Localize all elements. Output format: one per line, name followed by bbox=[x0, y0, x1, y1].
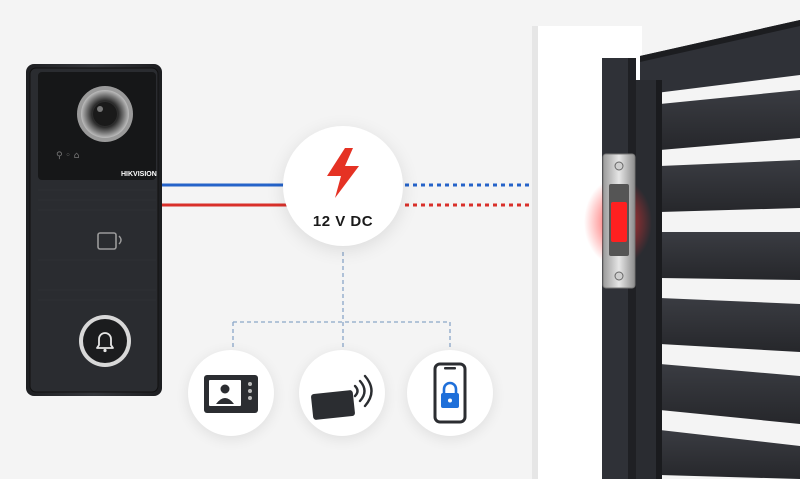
unlock-method-mobile-app bbox=[407, 350, 493, 436]
intercom-status-icons: ⚲ ◦ ⌂ bbox=[56, 151, 80, 161]
unlock-method-indoor-monitor bbox=[188, 350, 274, 436]
rfid-card-icon bbox=[299, 350, 385, 436]
door-intercom: ⚲ ◦ ⌂ HIKVISION bbox=[26, 64, 162, 396]
lightning-bolt-icon bbox=[323, 148, 363, 198]
power-supply-badge: 12 V DC bbox=[283, 126, 403, 246]
smartphone-lock-icon bbox=[407, 350, 493, 436]
lock-indicator-light bbox=[611, 202, 627, 242]
hikvision-logo: HIKVISION bbox=[121, 171, 157, 178]
power-voltage-label: 12 V DC bbox=[283, 213, 403, 230]
doorbell-button[interactable] bbox=[79, 315, 131, 367]
branch-connectors bbox=[233, 252, 450, 350]
unlock-method-access-card bbox=[299, 350, 385, 436]
video-monitor-icon bbox=[188, 350, 274, 436]
